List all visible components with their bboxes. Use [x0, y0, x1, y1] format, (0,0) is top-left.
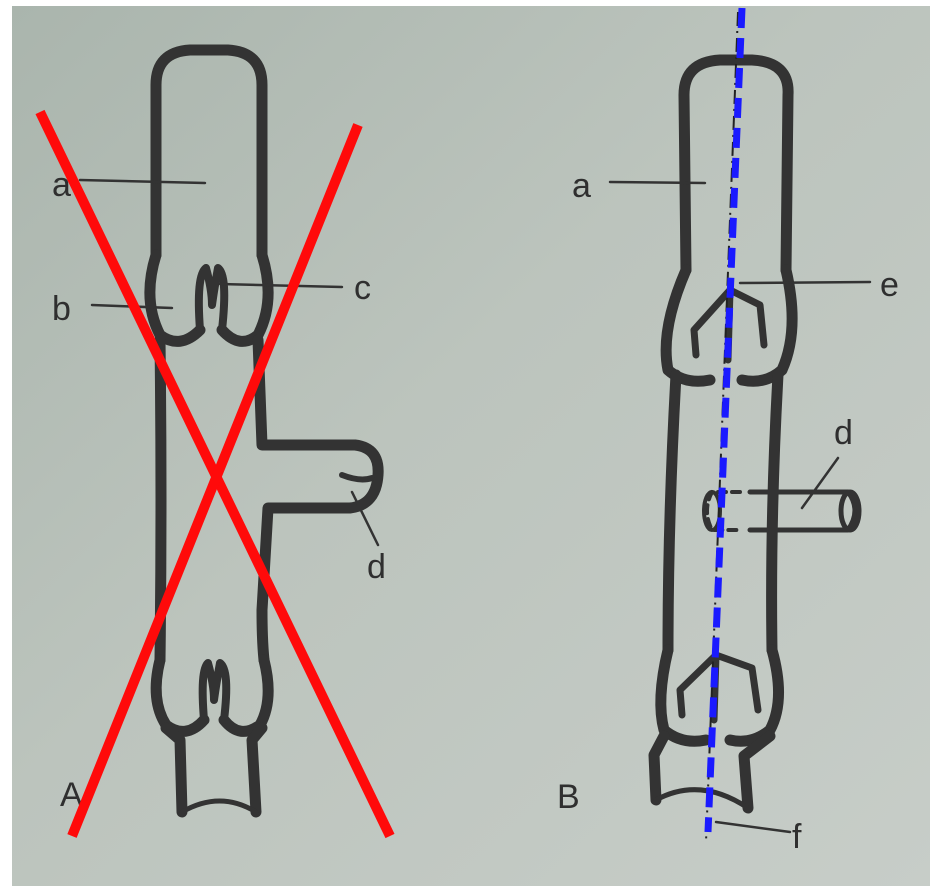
- figure-b-panel-label: B: [557, 778, 580, 816]
- figure-a-label-c: c: [354, 269, 371, 307]
- figure-b-label-d: d: [834, 414, 853, 452]
- leader-a: [610, 182, 705, 183]
- figure-b-label-e: e: [880, 266, 899, 304]
- figure-b-label-f: f: [792, 818, 802, 856]
- figure-a-label-b: b: [52, 290, 71, 328]
- leader-e: [740, 282, 870, 283]
- figure-b-vein-middle-right: [772, 375, 778, 650]
- figure-a-label-d: d: [367, 548, 386, 586]
- figure-b-label-a: a: [572, 167, 591, 205]
